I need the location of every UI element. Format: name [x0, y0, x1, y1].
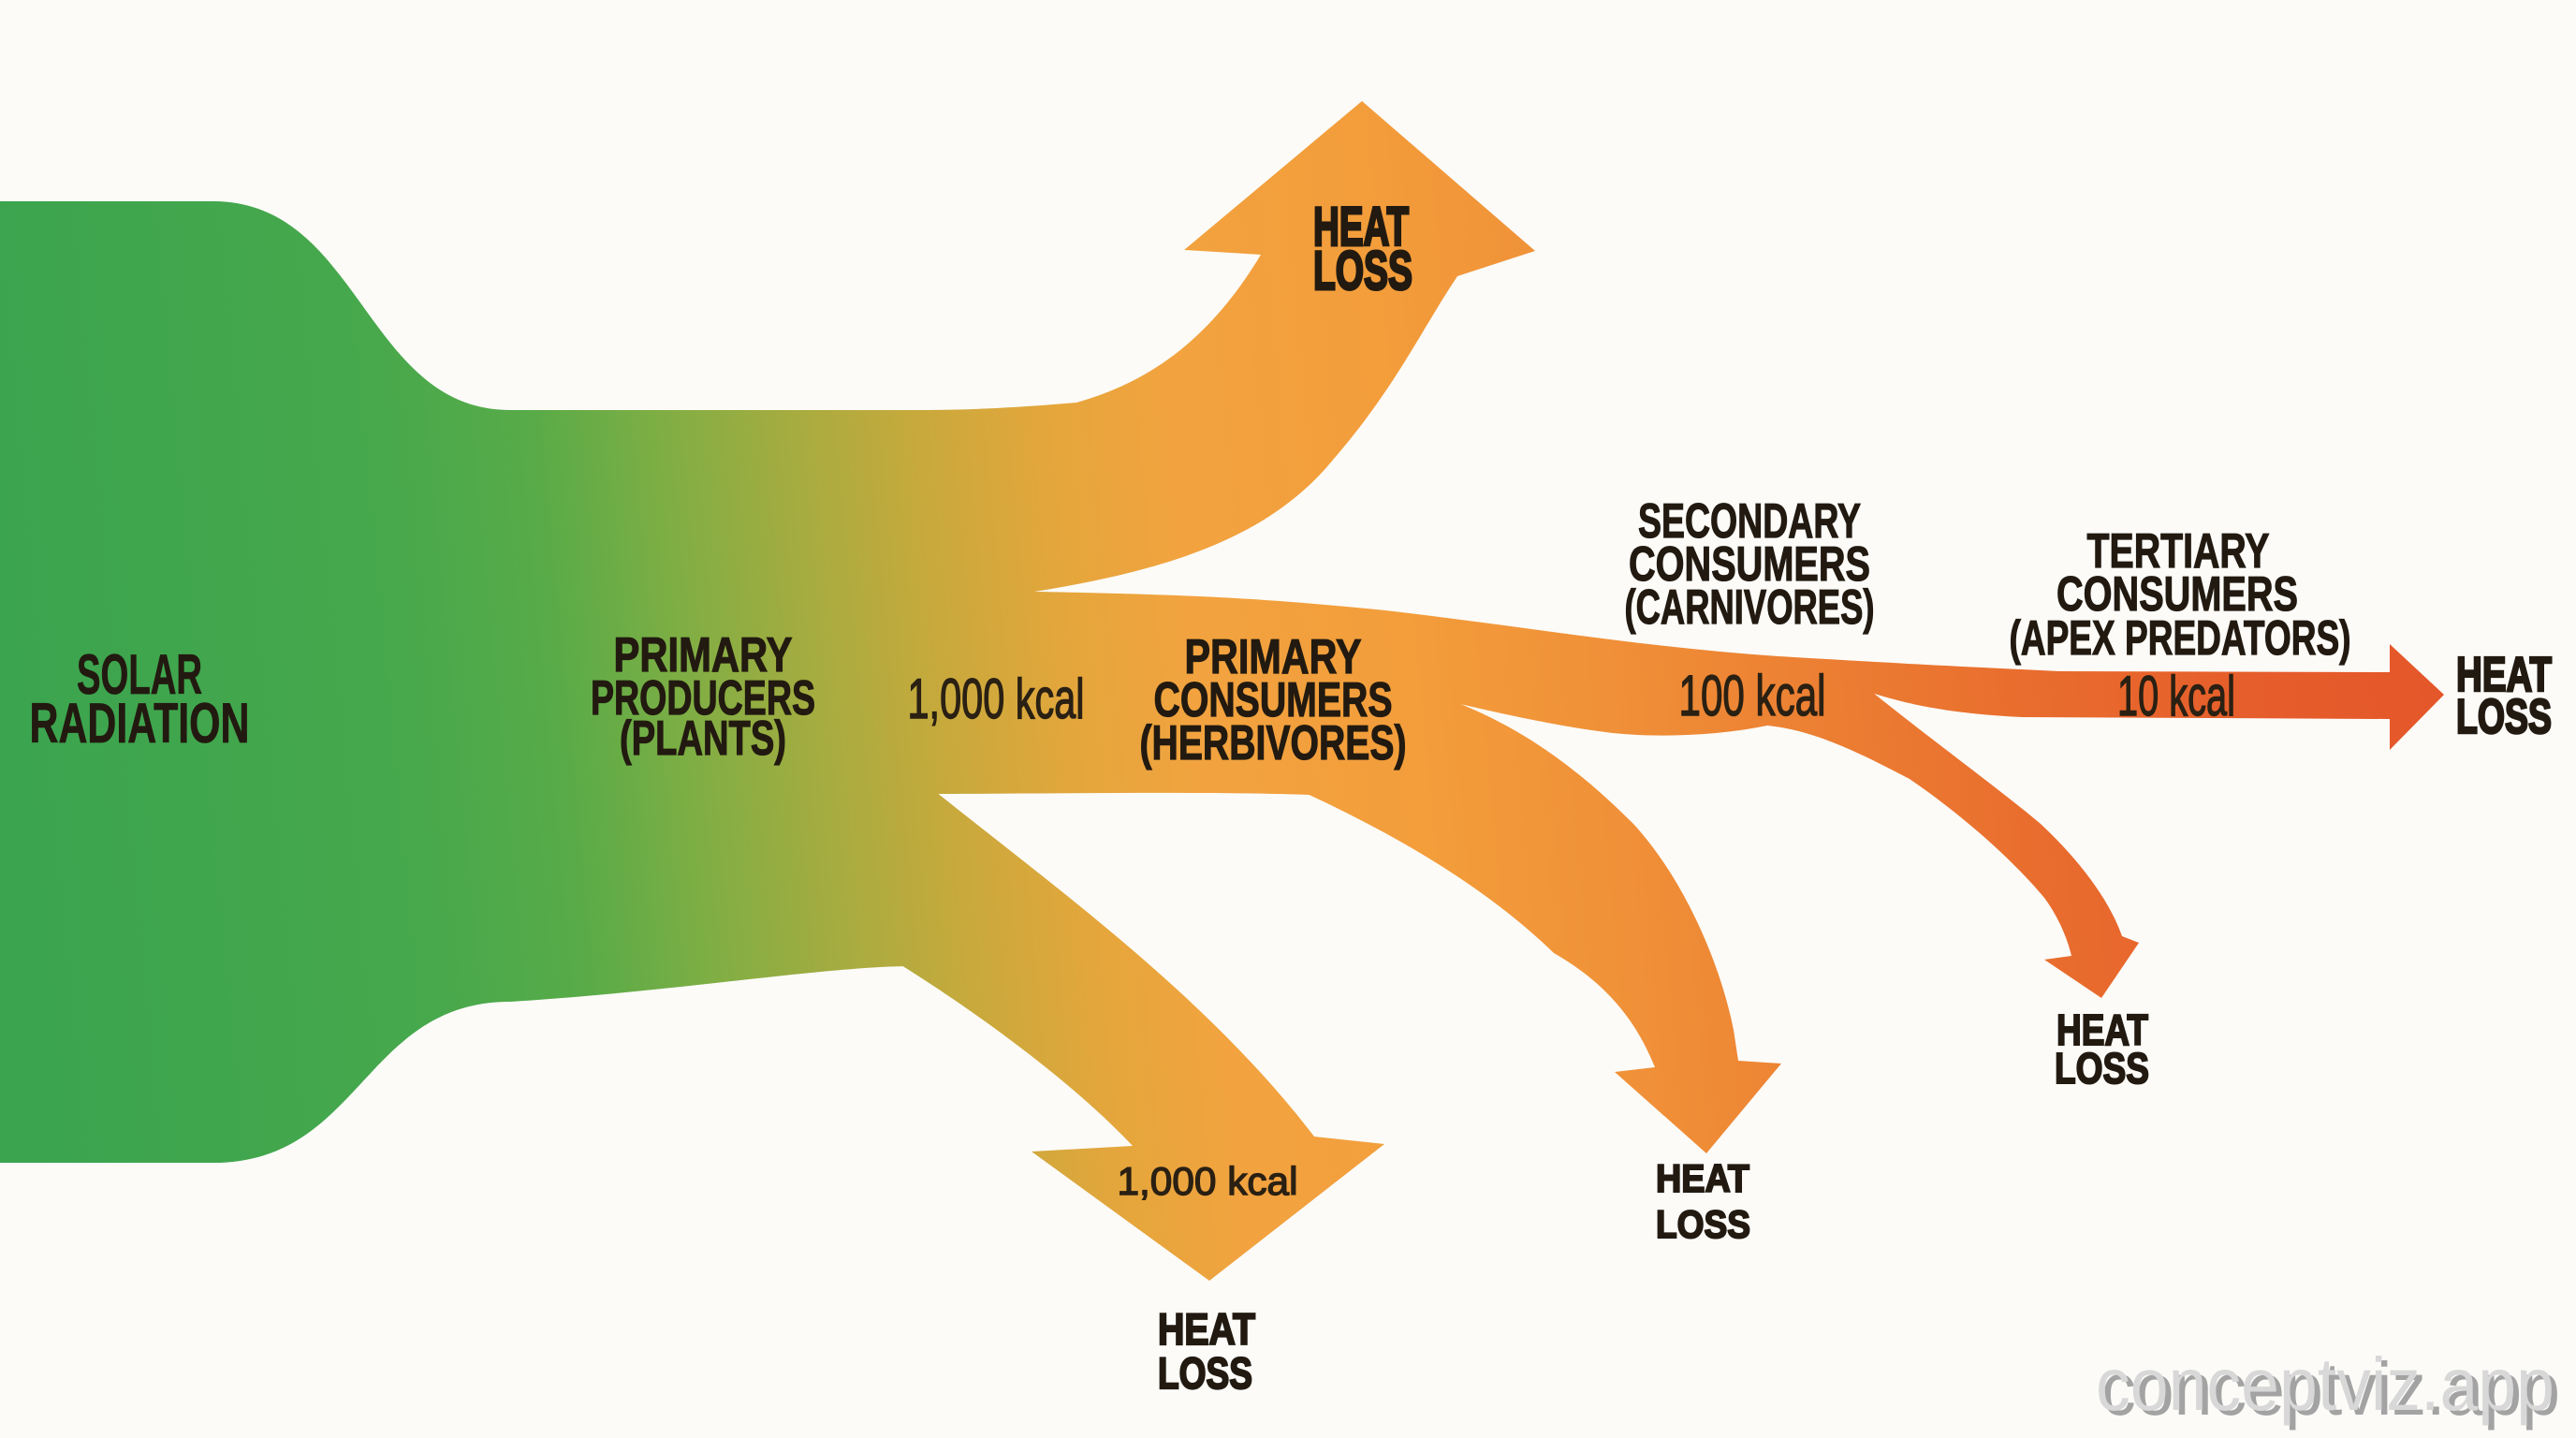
svg-text:TERTIARY: TERTIARY: [2087, 524, 2270, 579]
svg-text:(CARNIVORES): (CARNIVORES): [1625, 580, 1875, 635]
svg-text:PRIMARY: PRIMARY: [1185, 630, 1362, 684]
svg-text:HEAT: HEAT: [1656, 1156, 1749, 1200]
svg-text:LOSS: LOSS: [1656, 1202, 1750, 1246]
svg-text:LOSS: LOSS: [2456, 690, 2552, 744]
svg-text:(HERBIVORES): (HERBIVORES): [1140, 716, 1407, 770]
svg-text:HEAT: HEAT: [2056, 1005, 2148, 1054]
svg-text:(APEX PREDATORS): (APEX PREDATORS): [2010, 611, 2351, 666]
svg-text:SOLAR: SOLAR: [77, 643, 202, 706]
svg-text:LOSS: LOSS: [1313, 241, 1412, 301]
svg-text:(PLANTS): (PLANTS): [620, 712, 786, 766]
svg-text:LOSS: LOSS: [1158, 1348, 1252, 1398]
svg-text:CONSUMERS: CONSUMERS: [1154, 673, 1393, 727]
svg-text:conceptviz.app: conceptviz.app: [2101, 1347, 2560, 1431]
svg-text:PRIMARY: PRIMARY: [614, 628, 793, 682]
svg-text:LOSS: LOSS: [2055, 1044, 2149, 1093]
svg-text:1,000 kcal: 1,000 kcal: [908, 668, 1085, 730]
svg-text:CONSUMERS: CONSUMERS: [1629, 537, 1870, 592]
svg-text:RADIATION: RADIATION: [30, 692, 250, 755]
svg-text:100 kcal: 100 kcal: [1679, 664, 1826, 727]
svg-text:HEAT: HEAT: [2456, 648, 2552, 702]
svg-text:PRODUCERS: PRODUCERS: [591, 671, 815, 726]
svg-text:conceptviz.app: conceptviz.app: [2096, 1343, 2554, 1426]
svg-text:HEAT: HEAT: [1158, 1304, 1255, 1354]
svg-text:HEAT: HEAT: [1313, 197, 1409, 257]
svg-text:SECONDARY: SECONDARY: [1638, 494, 1861, 549]
svg-text:10 kcal: 10 kcal: [2117, 665, 2235, 727]
svg-text:CONSUMERS: CONSUMERS: [2056, 567, 2298, 622]
svg-text:1,000 kcal: 1,000 kcal: [1118, 1159, 1298, 1203]
